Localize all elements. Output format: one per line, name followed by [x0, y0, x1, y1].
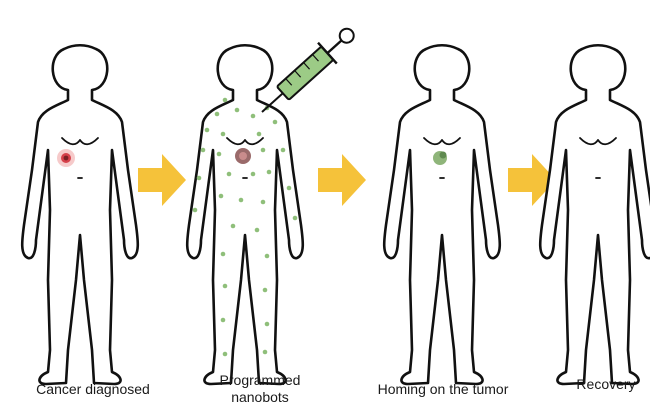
caption-line-1: Programmed	[200, 372, 320, 389]
human-outline	[384, 45, 500, 384]
caption-cancer-diagnosed: Cancer diagnosed	[18, 381, 168, 398]
figure-cancer-diagnosed	[22, 45, 138, 384]
caption-homing-on-tumor: Homing on the tumor	[368, 381, 518, 398]
figure-recovery	[540, 45, 650, 384]
right-arrow-icon	[318, 154, 366, 206]
tumor-icon	[57, 149, 75, 167]
human-outline	[22, 45, 138, 384]
figure-homing-on-tumor	[384, 45, 500, 384]
right-arrow-icon	[138, 154, 186, 206]
caption-programmed-nanobots: Programmed nanobots	[200, 372, 320, 406]
caption-line-2: nanobots	[200, 389, 320, 406]
tumor-icon	[433, 151, 447, 165]
tumor-icon	[235, 148, 251, 164]
human-outline	[540, 45, 650, 384]
caption-recovery: Recovery	[566, 376, 646, 393]
